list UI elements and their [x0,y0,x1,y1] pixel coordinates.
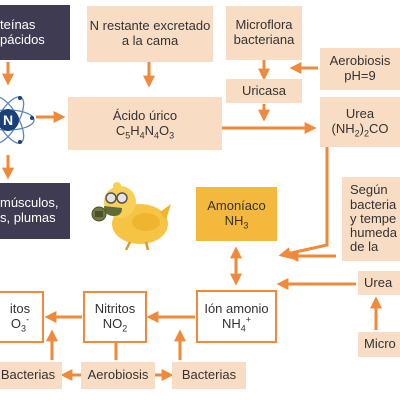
ammonia-formula: NH3 [224,213,249,231]
bacteria-right-label: Bacterias [181,367,237,383]
uricasa-label: Uricasa [241,82,287,98]
muscles-line1: músculos, [0,195,59,211]
atom-symbol: N [3,112,13,128]
microflora-line2: bacteriana [233,32,295,47]
microflora-line1: Microflora [235,17,293,33]
chick-with-gas-mask-icon [91,182,171,250]
uric-acid-line1: Ácido úrico [112,107,178,123]
urea-box: Urea (NH2)2CO [320,97,400,147]
urea-right-box: Urea [358,271,400,295]
muscles-line2: s, plumas [0,210,56,225]
nitrites-line1: Nitritos [94,301,136,317]
conditions-box: Según bacteria y tempe humeda de la [342,177,400,261]
conditions-line5: de la [350,239,379,255]
conditions-line1: Según [350,182,388,198]
aerobiosis-bottom-box: Aerobiosis [81,362,155,389]
uricasa-box: Uricasa [226,79,302,103]
ammonia-box: Amoníaco NH3 [196,187,277,241]
proteins-line1: teínas [0,16,36,32]
aerobiosis-ph-line2: pH=9 [344,68,376,83]
n-excreted-line2: a la cama [121,33,179,48]
aerobiosis-bottom-label: Aerobiosis [87,367,149,383]
ammonium-formula: NH4+ [221,314,252,334]
ammonium-line1: Ión amonio [204,300,269,316]
bacteria-left-box: Bacterias [0,362,62,389]
nitrites-formula: NO2 [102,316,128,334]
aerobiosis-ph-line1: Aerobiosis [329,53,391,69]
micro-right-label: Micro [364,336,396,352]
micro-right-box: Micro [358,332,400,357]
bacteria-left-label: Bacterias [0,367,56,383]
urea-formula: (NH2)2CO [331,121,389,139]
microflora-box: Microflora bacteriana [226,6,302,60]
muscles-box: músculos, s, plumas [0,183,70,239]
bacteria-right-box: Bacterias [172,362,246,389]
uric-acid-formula: C5H4N4O3 [115,122,175,141]
arrow-urea-to-ammonia-link [278,142,329,260]
ammonia-line1: Amoníaco [207,198,266,214]
n-excreted-box: N restante excretado a la cama [87,6,213,62]
ammonium-box: Ión amonio NH4+ [196,290,277,343]
aerobiosis-ph-box: Aerobiosis pH=9 [320,48,400,90]
nitrates-box: itos O3- [0,291,44,343]
proteins-line2: pácidos [0,31,45,47]
n-excreted-line1: N restante excretado [89,18,211,34]
urea-right-label: Urea [364,274,393,290]
conditions-line3: y tempe [350,210,397,226]
uric-acid-box: Ácido úrico C5H4N4O3 [68,97,222,150]
conditions-line2: bacteria [350,196,397,212]
nitrates-line1: itos [9,301,31,317]
nitrogen-atom-icon: N [0,96,35,144]
proteins-box: teínas pácidos [0,5,70,60]
nitrites-box: Nitritos NO2 [83,291,147,343]
conditions-line4: humeda [350,225,397,241]
urea-line1: Urea [345,106,375,122]
nitrates-formula: O3- [10,314,30,334]
